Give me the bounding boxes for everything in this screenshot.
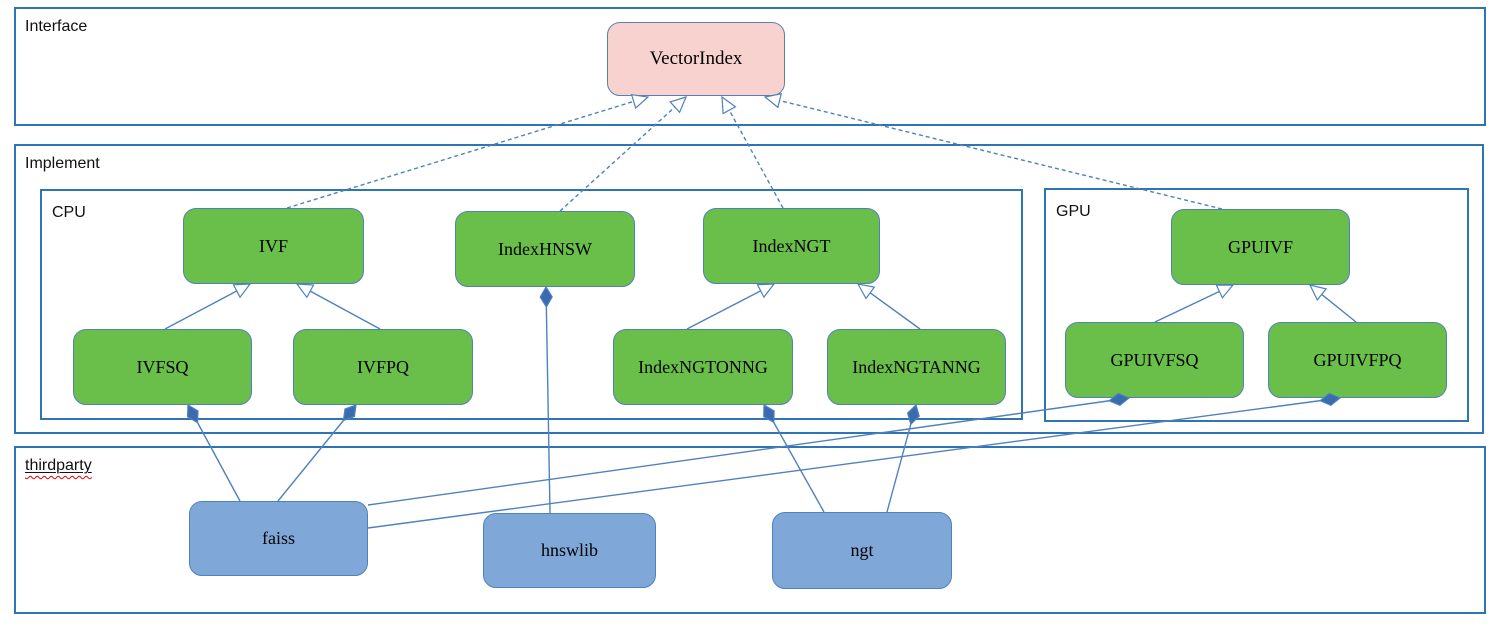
node-indexngtanng[interactable]: IndexNGTANNG [827, 329, 1006, 405]
node-indexngtonng[interactable]: IndexNGTONNG [613, 329, 793, 405]
node-ivf[interactable]: IVF [183, 208, 364, 284]
node-gpuivf[interactable]: GPUIVF [1171, 209, 1350, 285]
container-implement-label: Implement [25, 155, 100, 172]
node-vectorindex[interactable]: VectorIndex [607, 22, 785, 96]
container-gpu-label: GPU [1056, 203, 1091, 220]
node-faiss[interactable]: faiss [189, 501, 368, 576]
container-cpu-label: CPU [52, 204, 86, 221]
node-indexhnsw[interactable]: IndexHNSW [455, 211, 635, 287]
container-thirdparty-label-text: thirdparty [25, 457, 92, 474]
node-gpuivfsq[interactable]: GPUIVFSQ [1065, 322, 1244, 398]
node-gpuivfpq[interactable]: GPUIVFPQ [1268, 322, 1447, 398]
node-indexngt[interactable]: IndexNGT [703, 208, 880, 284]
container-interface-label: Interface [25, 18, 88, 35]
node-ngt[interactable]: ngt [772, 512, 952, 589]
node-ivfpq[interactable]: IVFPQ [293, 329, 473, 405]
node-hnswlib[interactable]: hnswlib [483, 513, 656, 588]
node-ivfsq[interactable]: IVFSQ [73, 329, 252, 405]
container-thirdparty-label: thirdparty [25, 457, 92, 475]
